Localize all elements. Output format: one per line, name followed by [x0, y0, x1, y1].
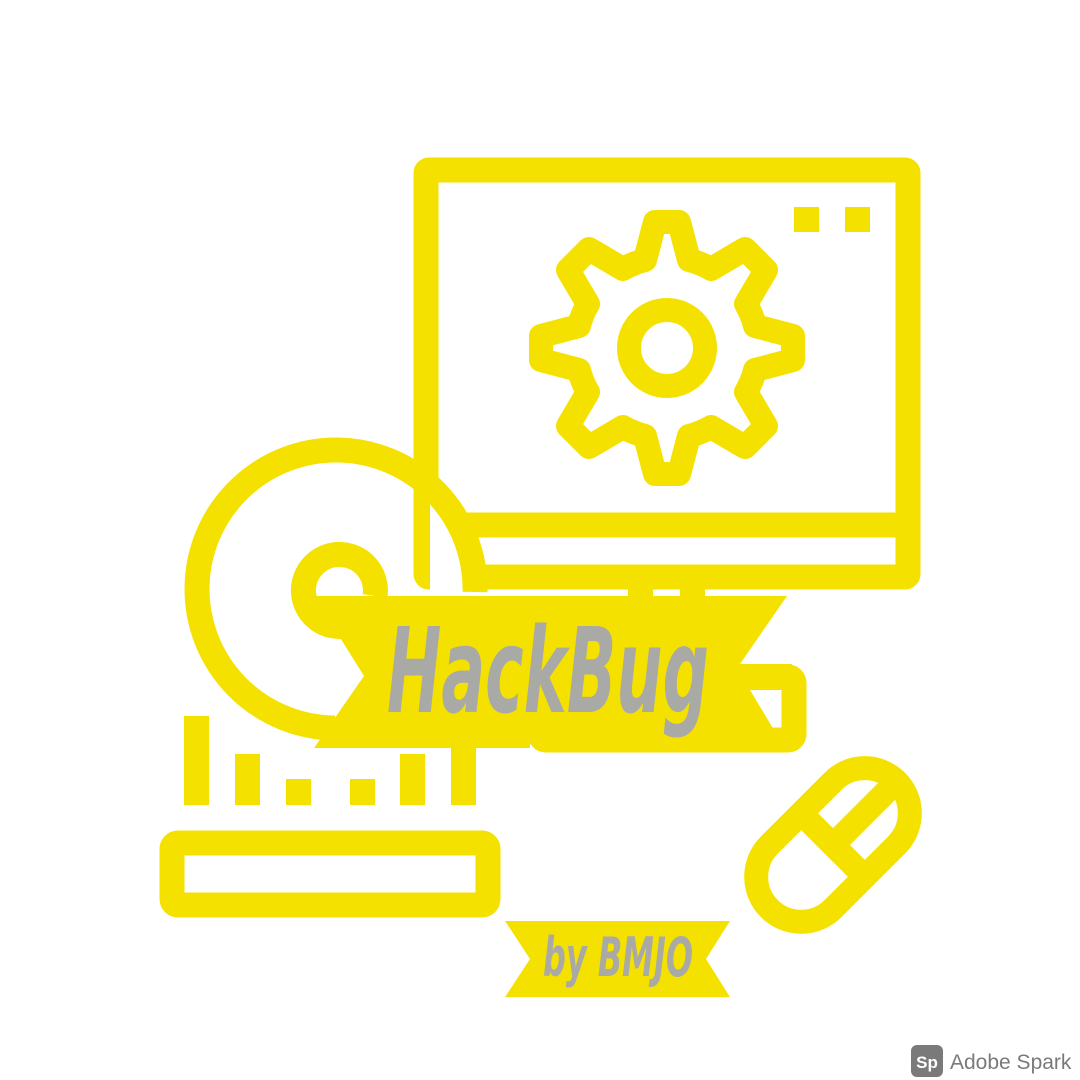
spark-label: Adobe Spark — [950, 1051, 1072, 1074]
disc-cutout — [335, 449, 478, 600]
spark-badge-icon — [911, 1045, 943, 1077]
disc-hub — [290, 541, 388, 639]
disc-ring — [184, 437, 488, 741]
byline-text: by BMJO — [543, 926, 693, 989]
window-controls-icon — [794, 207, 870, 232]
byline-ribbon-shape — [505, 921, 730, 997]
byline-ribbon: by BMJO — [505, 921, 730, 997]
title-ribbon-shape — [314, 596, 792, 748]
mouse-icon — [744, 756, 922, 934]
bar-chart-icon — [184, 716, 476, 805]
monitor-frame — [413, 157, 921, 590]
keyboard-icon — [159, 830, 501, 918]
disc-icon — [184, 437, 488, 741]
title-text: HackBug — [387, 602, 709, 740]
adobe-spark-watermark: Sp Adobe Spark — [911, 1045, 1072, 1077]
monitor-icon — [413, 157, 921, 590]
title-ribbon: HackBug — [314, 596, 792, 748]
spark-badge-text: Sp — [916, 1053, 938, 1072]
gear-icon — [529, 210, 805, 486]
